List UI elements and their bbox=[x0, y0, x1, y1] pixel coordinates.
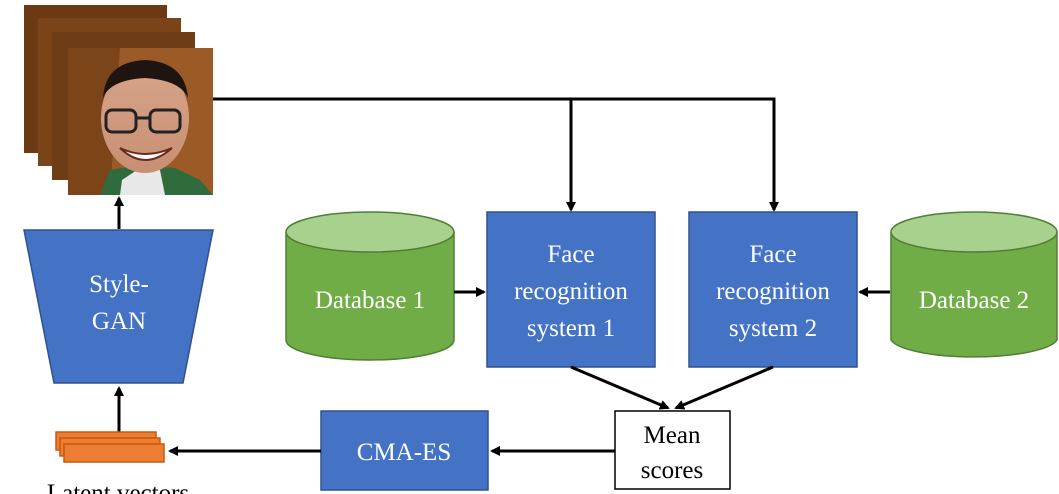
database-2-node: Database 2 bbox=[890, 211, 1058, 358]
mean-scores-label-line2: scores bbox=[641, 457, 703, 484]
database-1-label: Database 1 bbox=[315, 287, 425, 314]
photo-to-frs-connectors bbox=[213, 97, 779, 212]
stylegan-label-line1: Style- bbox=[89, 271, 149, 298]
stylegan-node: Style- GAN bbox=[23, 229, 214, 384]
mean-scores-node: Mean scores bbox=[614, 410, 731, 490]
frs1-label-line2: recognition bbox=[514, 278, 628, 305]
stylegan-label-line2: GAN bbox=[92, 308, 146, 335]
cmaes-node: CMA-ES bbox=[320, 410, 489, 491]
frs1-label-line1: Face bbox=[547, 241, 594, 268]
frs1-label-line3: system 1 bbox=[527, 315, 615, 342]
arrow-frs1-to-mean bbox=[570, 365, 670, 410]
database-1-node: Database 1 bbox=[285, 211, 455, 361]
cmaes-label: CMA-ES bbox=[357, 439, 451, 466]
face-recognition-system-2-node: Face recognition system 2 bbox=[688, 211, 858, 368]
mean-scores-label-line1: Mean bbox=[644, 422, 701, 449]
latent-vector-stack-icon bbox=[55, 431, 165, 463]
frs2-label-line3: system 2 bbox=[729, 315, 817, 342]
face-recognition-system-1-node: Face recognition system 1 bbox=[486, 211, 656, 368]
face-portrait-icon bbox=[68, 48, 213, 195]
arrow-frs2-to-mean bbox=[674, 365, 774, 410]
frs2-label-line2: recognition bbox=[716, 278, 830, 305]
latent-vectors-label: Latent vectors bbox=[47, 480, 189, 494]
face-photo-stack-icon bbox=[24, 5, 213, 195]
database-2-label: Database 2 bbox=[919, 287, 1029, 314]
frs2-label-line1: Face bbox=[749, 241, 796, 268]
